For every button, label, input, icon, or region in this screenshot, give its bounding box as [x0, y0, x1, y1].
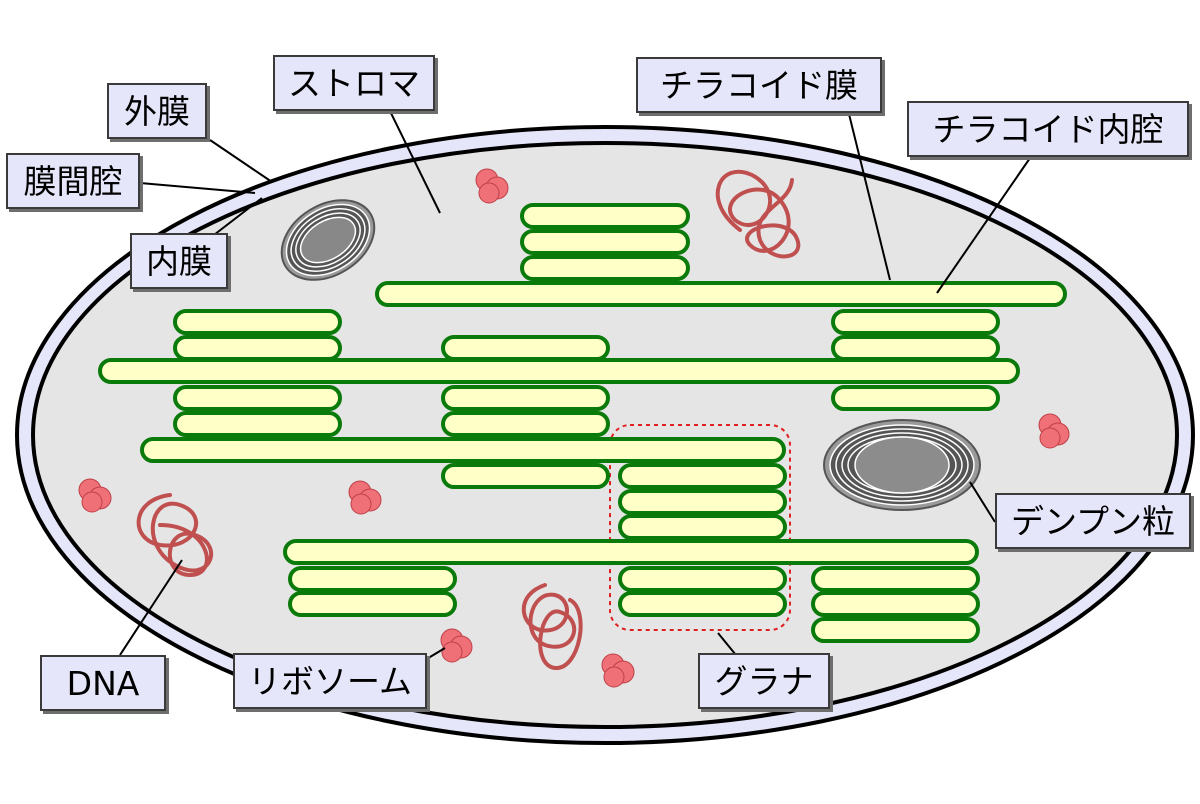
- ribosome: [475, 168, 509, 204]
- ribosome: [1038, 413, 1070, 449]
- leader-line-thylakoid-lumen: [936, 157, 1031, 294]
- leader-line-stroma: [387, 106, 441, 214]
- dna-strand: [136, 493, 214, 578]
- starch-granule-small: [280, 199, 376, 281]
- leader-line-inner-membrane: [209, 197, 263, 239]
- label-dna: DNA: [40, 655, 166, 711]
- thylakoid-disc: [441, 411, 610, 437]
- thylakoid-disc: [140, 437, 786, 463]
- thylakoid-disc: [98, 358, 1020, 384]
- thylakoid-disc: [520, 229, 690, 255]
- label-thylakoid-lumen: チラコイド内腔: [907, 101, 1189, 157]
- thylakoid-disc: [288, 591, 457, 617]
- thylakoid-disc: [618, 566, 787, 592]
- dna-strand: [715, 169, 801, 259]
- thylakoid-disc: [618, 591, 787, 617]
- ribosome: [440, 628, 473, 663]
- thylakoid-disc: [831, 385, 1000, 411]
- starch-granule-large: [823, 419, 981, 511]
- thylakoid-disc: [831, 335, 1000, 361]
- thylakoid-disc: [811, 617, 980, 643]
- thylakoid-disc: [520, 255, 690, 281]
- thylakoid-disc: [173, 385, 342, 411]
- label-outer-membrane: 外膜: [107, 83, 207, 139]
- thylakoid-disc: [441, 335, 610, 361]
- thylakoid-disc: [618, 514, 787, 540]
- label-starch-granule: デンプン粒: [995, 493, 1191, 549]
- ribosome: [601, 653, 635, 688]
- dna-strand: [521, 583, 583, 670]
- label-thylakoid-membrane: チラコイド膜: [636, 57, 882, 113]
- thylakoid-disc: [520, 203, 690, 229]
- thylakoid-disc: [375, 281, 1067, 307]
- dna-loops: [136, 169, 801, 670]
- thylakoid-disc: [618, 489, 787, 515]
- thylakoid-disc: [283, 539, 979, 565]
- thylakoid-disc: [288, 566, 457, 592]
- label-ribosome: リボソーム: [233, 653, 427, 709]
- ribosome: [78, 478, 112, 513]
- label-inner-membrane: 内膜: [130, 233, 228, 289]
- thylakoid-disc: [618, 463, 787, 489]
- thylakoids: [98, 203, 1067, 643]
- leader-line-starch: [969, 481, 996, 523]
- thylakoid-disc: [811, 566, 980, 592]
- label-granum: グラナ: [698, 653, 830, 709]
- label-intermembrane-space: 膜間腔: [6, 153, 140, 209]
- leader-lines: [119, 106, 1031, 664]
- leader-line-outer-membrane: [209, 139, 273, 183]
- label-stroma: ストロマ: [273, 55, 435, 111]
- leader-line-thylakoid-membrane: [847, 109, 891, 281]
- thylakoid-disc: [831, 309, 1000, 335]
- thylakoid-disc: [811, 591, 980, 617]
- thylakoid-disc: [173, 411, 342, 437]
- thylakoid-disc: [173, 309, 342, 335]
- ribosome: [348, 480, 382, 515]
- thylakoid-disc: [173, 335, 342, 361]
- leader-line-dna: [119, 559, 183, 656]
- ribosomes: [78, 168, 1070, 688]
- thylakoid-disc: [441, 385, 610, 411]
- thylakoid-disc: [441, 463, 610, 489]
- leader-line-intermembrane-space: [139, 182, 256, 194]
